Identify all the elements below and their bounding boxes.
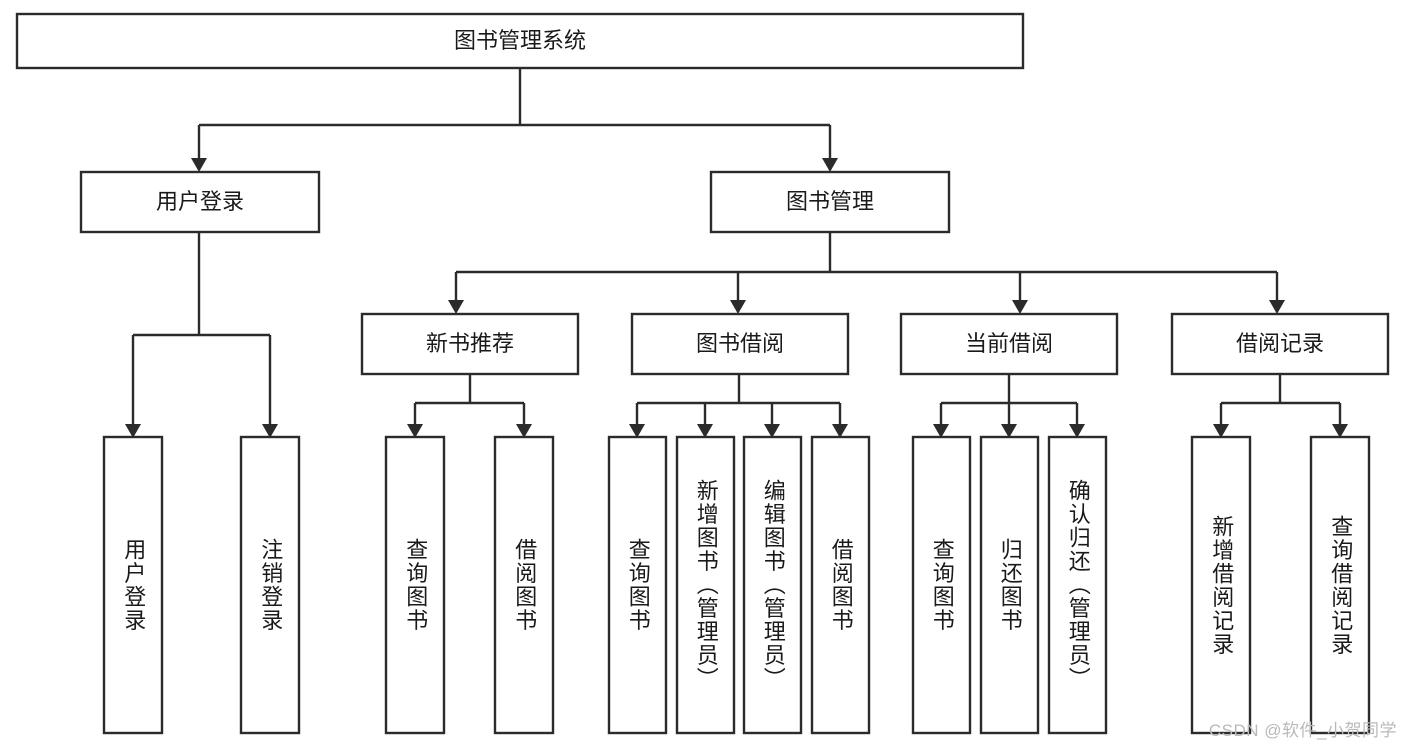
- connector-root-to-level1: [191, 68, 838, 172]
- node-new-book-recommend-label: 新书推荐: [426, 331, 514, 356]
- node-leaf-confirm-return-box[interactable]: [1047, 435, 1108, 735]
- node-book-borrow-box[interactable]: [630, 312, 850, 376]
- node-user-login-box[interactable]: [79, 170, 321, 234]
- connector-newbook-to-leaves: [407, 374, 532, 438]
- node-current-borrow-label: 当前借阅: [965, 331, 1053, 356]
- node-leaf-return-book-box[interactable]: [979, 435, 1040, 735]
- connector-userlogin-to-leaves: [125, 232, 278, 438]
- connector-bookborrow-to-leaves: [629, 374, 848, 438]
- node-leaf-borrow-book-1-box[interactable]: [493, 435, 555, 735]
- node-leaf-query-book-1-box[interactable]: [384, 435, 446, 735]
- node-leaf-add-record-box[interactable]: [1190, 435, 1252, 735]
- node-book-management-label: 图书管理: [786, 189, 874, 214]
- node-leaf-query-record-box[interactable]: [1309, 435, 1371, 735]
- watermark-text: CSDN @软件_小贺同学: [1208, 721, 1397, 740]
- node-borrow-record-label: 借阅记录: [1236, 331, 1324, 356]
- node-book-borrow-label: 图书借阅: [696, 331, 784, 356]
- node-user-login-label: 用户登录: [156, 189, 244, 214]
- connector-borrowrecord-to-leaves: [1213, 374, 1348, 438]
- connector-bookmgmt-to-level2: [448, 232, 1285, 314]
- node-root-label: 图书管理系统: [454, 28, 586, 53]
- node-book-management-box[interactable]: [709, 170, 951, 234]
- node-leaf-logout-box[interactable]: [239, 435, 301, 735]
- node-new-book-recommend-box[interactable]: [360, 312, 580, 376]
- node-root-box[interactable]: [15, 12, 1025, 70]
- node-leaf-edit-book-box[interactable]: [742, 435, 803, 735]
- node-leaf-user-login-box[interactable]: [102, 435, 164, 735]
- connector-currentborrow-to-leaves: [933, 374, 1085, 438]
- node-leaf-query-book-2-box[interactable]: [607, 435, 668, 735]
- node-leaf-query-book-3-box[interactable]: [911, 435, 972, 735]
- node-current-borrow-box[interactable]: [899, 312, 1119, 376]
- node-leaf-borrow-book-2-box[interactable]: [810, 435, 871, 735]
- node-borrow-record-box[interactable]: [1170, 312, 1390, 376]
- node-leaf-add-book-box[interactable]: [675, 435, 736, 735]
